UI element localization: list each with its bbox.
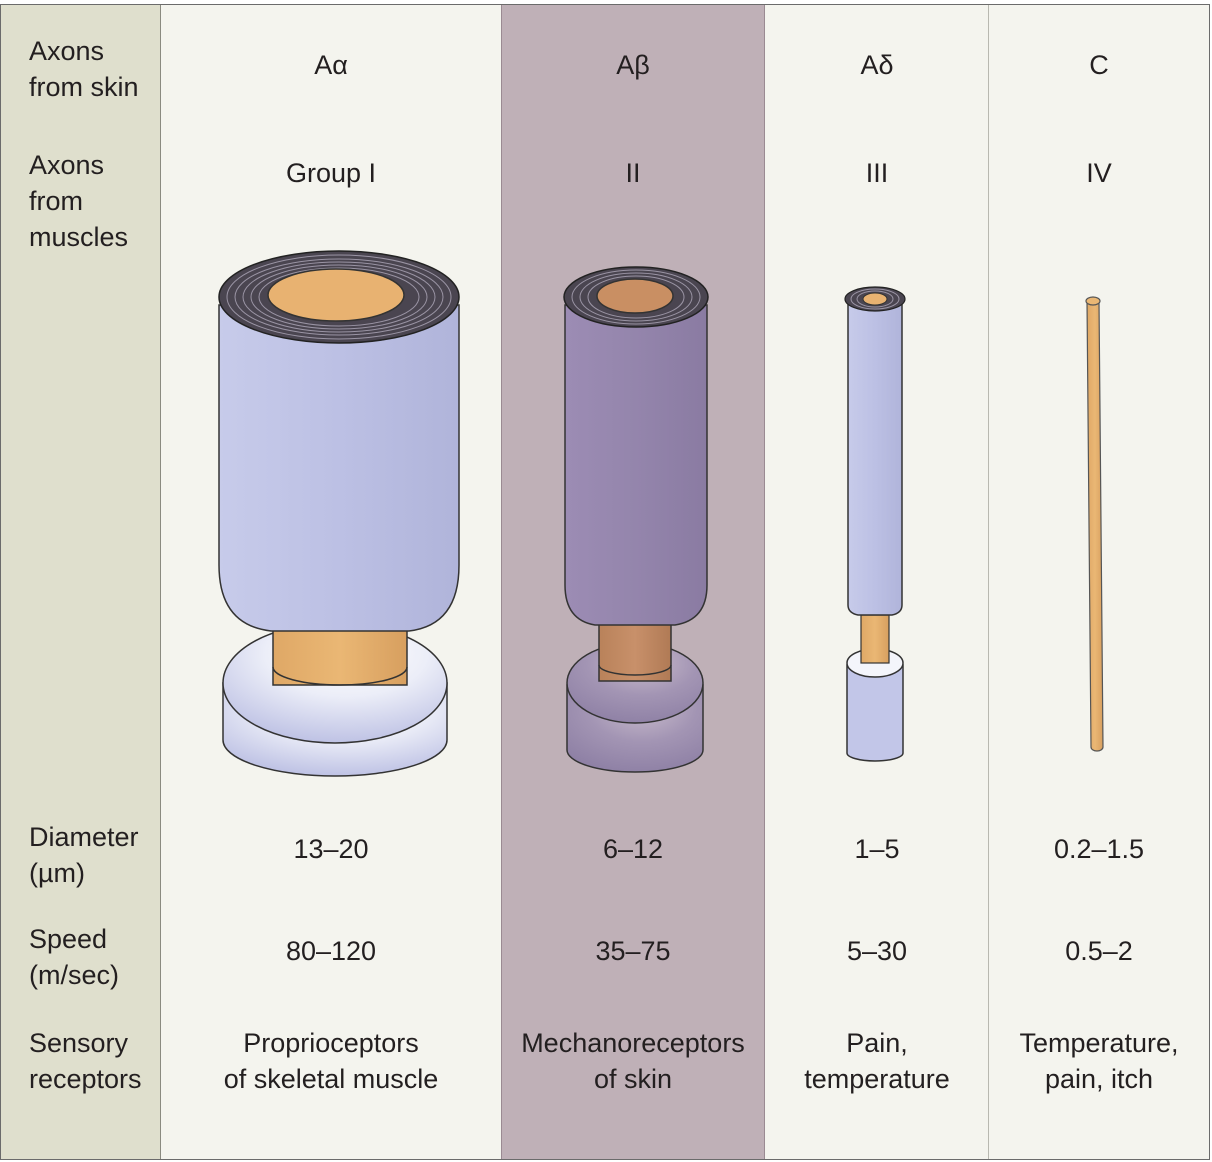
ab-muscle-group: II — [625, 158, 641, 188]
aa-speed: 80–120 — [285, 936, 377, 966]
ab-diameter: 6–12 — [602, 834, 664, 864]
ad-speed: 5–30 — [846, 936, 908, 966]
c-unmyelinated-fiber — [1085, 296, 1104, 752]
ad-diameter: 1–5 — [854, 834, 900, 864]
row-label-sensory-receptors: Sensory receptors — [29, 1028, 142, 1094]
ab-receptors: Mechanoreceptors of skin — [521, 1028, 745, 1094]
c-skin-class: C — [1089, 50, 1109, 80]
c-diameter: 0.2–1.5 — [1053, 834, 1145, 864]
row-label-axons-from-muscles: Axons from muscles — [29, 150, 129, 252]
row-label-axons-from-skin: Axons from skin — [29, 36, 139, 102]
aa-skin-class: Aα — [314, 50, 348, 80]
aa-muscle-group: Group I — [285, 158, 377, 188]
axon-classification-figure: Axons from skin Axons from muscles Diame… — [0, 4, 1210, 1160]
a-alpha-myelinated-fiber — [218, 250, 460, 777]
ab-skin-class: Aβ — [616, 50, 650, 80]
ad-skin-class: Aδ — [860, 50, 894, 80]
row-label-diameter: Diameter (µm) — [29, 822, 139, 888]
row-label-column — [1, 5, 161, 1159]
a-delta-myelinated-fiber — [844, 286, 906, 762]
c-speed: 0.5–2 — [1065, 936, 1133, 966]
a-beta-myelinated-fiber — [563, 266, 709, 773]
ad-receptors: Pain, temperature — [804, 1028, 950, 1094]
fiber-illustrations — [218, 250, 1104, 777]
ad-muscle-group: III — [865, 158, 889, 188]
c-receptors: Temperature, pain, itch — [1019, 1028, 1179, 1094]
aa-receptors: Proprioceptors of skeletal muscle — [223, 1028, 439, 1094]
c-muscle-group: IV — [1086, 158, 1112, 188]
aa-diameter: 13–20 — [293, 834, 369, 864]
row-label-speed: Speed (m/sec) — [29, 924, 119, 990]
ab-speed: 35–75 — [595, 936, 671, 966]
